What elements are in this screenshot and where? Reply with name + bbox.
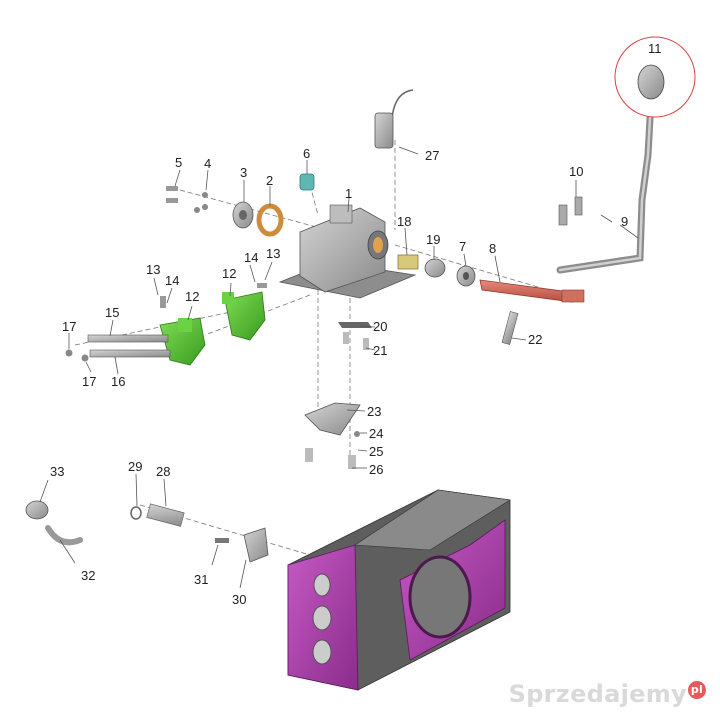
callout-p17a: 17 [62,319,76,334]
lower-shaft-assembly [130,503,269,563]
callout-p26: 26 [369,462,383,477]
callout-p18: 18 [397,214,411,229]
callout-p28: 28 [156,464,170,479]
callout-p12a: 12 [185,289,199,304]
callout-p1: 1 [345,186,352,201]
callout-p14b: 14 [244,250,258,265]
callout-p13b: 13 [266,246,280,261]
gasket-ring [256,203,284,237]
callout-p13a: 13 [146,262,160,277]
callout-p2: 2 [266,173,273,188]
callout-p20: 20 [373,319,387,334]
small-bolts [166,186,208,213]
callout-p3: 3 [240,165,247,180]
shift-fork-right [222,291,266,341]
callout-p27: 27 [425,148,439,163]
callout-p21: 21 [373,343,387,358]
spring [397,254,419,270]
callout-p23: 23 [367,404,381,419]
callout-p12b: 12 [222,266,236,281]
callout-p29: 29 [128,459,142,474]
bearing-small [456,265,476,287]
callout-labels: 1 2 3 4 5 6 7 8 9 10 11 12 12 13 13 14 1… [50,41,662,607]
callout-p33: 33 [50,464,64,479]
callout-p9: 9 [621,214,628,229]
small-fasteners [305,431,360,469]
callout-p30: 30 [232,592,246,607]
pin [501,311,519,345]
gearshift-cover [278,204,417,299]
callout-p11: 11 [648,41,662,56]
shift-rails [87,334,171,358]
callout-p17b: 17 [82,374,96,389]
bushing [424,258,446,278]
callout-p5: 5 [175,155,182,170]
callout-p19: 19 [426,232,440,247]
callout-p10: 10 [569,164,583,179]
callout-p22: 22 [528,332,542,347]
callout-p8: 8 [489,241,496,256]
callout-p16: 16 [111,374,125,389]
watermark-text: Sprzedajemy [508,680,687,708]
rail-plugs [65,349,89,362]
callout-p31: 31 [194,572,208,587]
shift-fork-left [159,317,206,366]
small-springs [160,283,267,308]
bearing [232,201,254,229]
breather-plug [299,173,315,191]
detent-parts [25,500,83,546]
callout-p25: 25 [369,444,383,459]
transmission-housing [287,489,511,691]
gear-lever [556,114,654,274]
callout-p7: 7 [459,239,466,254]
lever-bolt [558,196,583,226]
callout-p4: 4 [204,156,211,171]
watermark-badge: pl [688,681,706,699]
lever-knob-callout [614,36,696,118]
callout-p14a: 14 [165,273,179,288]
callout-p32: 32 [81,568,95,583]
callout-p6: 6 [303,146,310,161]
shift-shaft [479,279,585,303]
callout-p24: 24 [369,426,383,441]
assembly-lines [74,140,566,556]
bracket [304,402,361,436]
leader-lines [39,146,639,589]
sensor [374,89,414,149]
callout-p15: 15 [105,305,119,320]
